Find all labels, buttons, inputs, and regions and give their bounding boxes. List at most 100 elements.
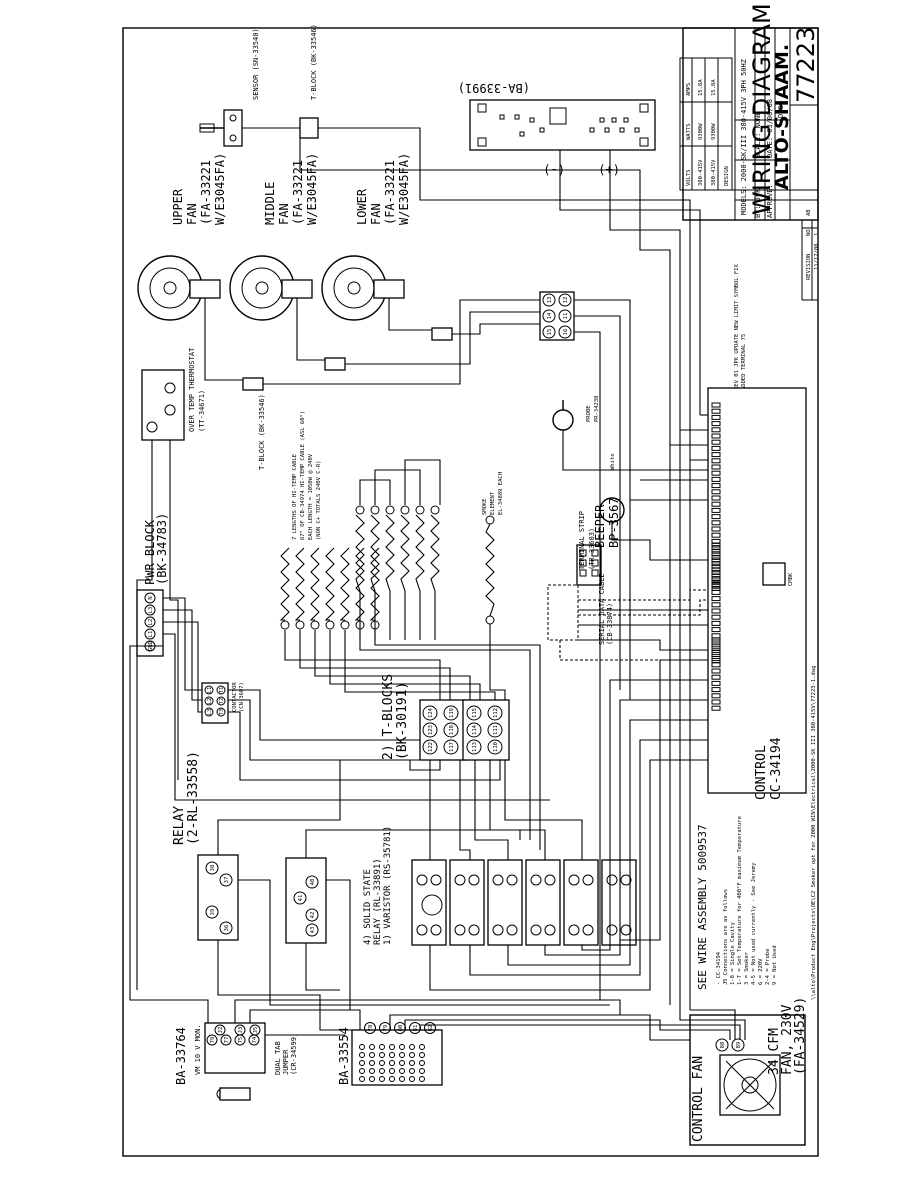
tb-top-node-3: 14 — [542, 309, 556, 323]
pwr-block-label: PWR BLOCK — [143, 519, 157, 585]
j5-note-1: J5 Connections are as follows — [723, 889, 729, 985]
middle-fan-label-3: (FA-33221 — [291, 160, 305, 225]
contactor-in-2: L3 — [204, 707, 214, 717]
tblock-a-node-3-text: 119 — [449, 708, 455, 718]
j5-note-3: 1-7 = Set Temperature for 400°F maximum … — [737, 816, 743, 985]
tb-top-node-4-text: 15 — [547, 329, 553, 336]
ba-33991-board: (BA-33991) (-) (+) — [458, 81, 656, 177]
heater-upper-5 — [430, 505, 440, 640]
control-pin-0-6 — [711, 439, 721, 445]
vm-node-0-text: J2 — [218, 1027, 224, 1034]
tb-top-node-1-text: 11 — [563, 313, 569, 320]
relay1-node-0-text: 37 — [224, 877, 230, 884]
control-fan-node-1: 89 — [731, 1038, 745, 1052]
heater-3 — [324, 547, 335, 630]
tb-top-node-0-text: 12 — [563, 297, 569, 304]
ratings-table: VOLTS WATTS AMPS 380-415V 9300W 15.8A 38… — [679, 57, 733, 191]
pwr-node-0-text: N — [148, 596, 154, 599]
middle-fan-label-4: W/E3045FA) — [305, 153, 319, 225]
ba-node-2-text: 75 — [238, 1037, 244, 1044]
ba554-node-0-text: 78 — [368, 1025, 374, 1032]
over-temp-thermostat: OVER TEMP THERMOSTAT (TT-34671) — [141, 347, 206, 441]
approve-field: APPROVE: — [766, 184, 774, 218]
diagram-title: WIRING DIAGRAM — [748, 3, 776, 215]
cable-note-4: (NON C+ TOTALS 240V C-R) — [316, 461, 322, 540]
serial-dashed-wires — [559, 589, 708, 661]
ba554-node-0: 78 — [364, 1022, 376, 1034]
control-pin-0-10 — [711, 464, 721, 470]
tb-top-node-5: 16 — [558, 325, 572, 339]
control-pin-3-11 — [711, 705, 721, 711]
pwr-node-2: L2 — [144, 616, 156, 628]
relay1-node-0: 37 — [219, 873, 233, 887]
lower-fan: LOWER FAN (FA-33221 W/E3045FA) — [321, 153, 411, 321]
pwr-block-part: (BK-34783) — [155, 513, 169, 585]
ssr-3 — [525, 859, 561, 946]
control-pin-0-18 — [711, 514, 721, 520]
terminal-block-top: 12 11 13 14 15 16 — [539, 291, 575, 341]
terminal-strip-part: (TR-33603) — [588, 528, 596, 570]
tb-top-node-0: 12 — [558, 293, 572, 307]
wire-assembly-note: SEE WIRE ASSEMBLY 5009537 — [696, 824, 709, 990]
by-field: BY: JPK — [754, 188, 762, 218]
ba-33991-label: (BA-33991) — [458, 81, 530, 95]
control-pin-0-20 — [711, 526, 721, 532]
j5-note-6: 6 = 220V — [758, 958, 764, 985]
control-pin-0-13 — [711, 483, 721, 489]
contactor-out-1: T2 — [216, 696, 226, 706]
lower-fan-label: LOWER — [355, 188, 369, 225]
ratings-row2-watts: 9300W — [711, 123, 717, 140]
ba554-node-1: 79 — [379, 1022, 391, 1034]
control-label: CONTROL — [754, 745, 769, 800]
relay2-node-3-text: 43 — [310, 927, 316, 934]
tblock-a-node-1-text: 123 — [428, 725, 434, 735]
control-pin-0-15 — [711, 495, 721, 501]
relay2-node-2: 42 — [305, 908, 319, 922]
control-pin-2-5 — [711, 608, 721, 614]
ssr-1 — [449, 859, 485, 946]
fan-connectors — [242, 327, 453, 391]
ratings-row2-amps: 15.8A — [711, 79, 717, 96]
ratings-design: DESIGN — [724, 166, 730, 186]
control-pin-0-4 — [711, 427, 721, 433]
relay2-node-2-text: 42 — [310, 912, 316, 919]
smoke-note-3: EL-34889 EACH — [498, 472, 504, 515]
ratings-row1-watts: 9300W — [698, 123, 704, 140]
j5-note-0: - CC-34194 — [716, 951, 722, 985]
control-pin-3-1 — [711, 643, 721, 649]
terminal-strip: TERMINAL STRIP (TR-33603) — [576, 511, 602, 586]
control-pin-0-1 — [711, 408, 721, 414]
pwr-node-1: L3 — [144, 604, 156, 616]
ssr-label-2: RELAY (RL-33891) — [373, 858, 383, 945]
tblock-top-label: T-BLOCK (BK-33546) — [310, 24, 318, 100]
tb-top-node-5-text: 16 — [563, 329, 569, 336]
contactor-in-0-text: L1 — [207, 687, 213, 694]
middle-fan-label: MIDDLE — [263, 182, 277, 225]
tb-top-node-2: 13 — [542, 293, 556, 307]
ba554-node-1-text: 79 — [383, 1025, 389, 1032]
control-pin-2-3 — [711, 596, 721, 602]
tblock-b-node-0-text: 115 — [472, 708, 478, 718]
j5-note-2: 1-8 = Single Cavity — [730, 921, 736, 985]
control-pin-3-0 — [711, 637, 721, 643]
control-pin-3-4 — [711, 662, 721, 668]
ssr-label-1: 4) SOLID STATE — [363, 869, 373, 945]
dwg-label: DWG: — [777, 101, 785, 118]
sensor-label: SENSOR (SN-33540) — [252, 28, 260, 100]
heater-0 — [279, 547, 290, 630]
control-pin-0-17 — [711, 507, 721, 513]
control-pin-2-4 — [711, 602, 721, 608]
ba-node-1: 77 — [220, 1034, 232, 1046]
contactor-in-1-text: L2 — [207, 698, 213, 705]
tb-top-node-3-text: 14 — [547, 312, 553, 319]
relay2-node-0: 40 — [305, 875, 319, 889]
upper-fan-label-2: FAN — [185, 203, 199, 225]
vm-node-2-text: J5 — [253, 1027, 259, 1034]
pwr-node-1-text: L3 — [148, 607, 154, 614]
thermostat-part: (TT-34671) — [198, 390, 206, 432]
control-pin-0-3 — [711, 421, 721, 427]
rev-header-revision: REVISION — [806, 254, 812, 281]
upper-fan-label-3: (FA-33221 — [199, 160, 213, 225]
